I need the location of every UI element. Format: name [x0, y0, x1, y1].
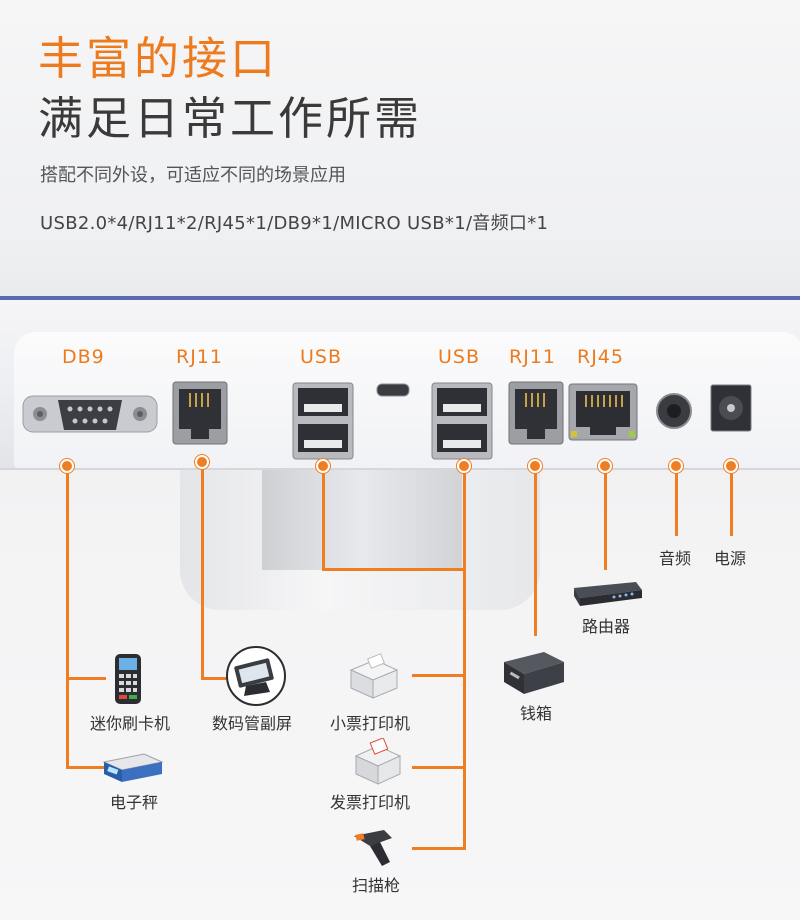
- device-stand-neck: [262, 470, 462, 570]
- dot-power: [724, 459, 738, 473]
- label-receipt-printer: 小票打印机: [330, 714, 411, 733]
- headline-orange: 丰富的接口: [38, 32, 279, 85]
- invoice-printer-icon: [354, 738, 402, 785]
- port-label-usb-right: USB: [438, 346, 481, 368]
- port-label-rj45: RJ45: [577, 346, 624, 368]
- label-mini-card-reader: 迷你刷卡机: [90, 714, 171, 733]
- line-audio: [675, 466, 678, 536]
- rj11-port-right-icon: [508, 381, 564, 445]
- usb-port-right-icon: [431, 382, 493, 460]
- db9-port-icon: [22, 395, 158, 433]
- micro-usb-port-icon: [376, 383, 410, 397]
- rj11-port-left-icon: [172, 381, 228, 445]
- dot-rj11-right: [528, 459, 542, 473]
- headline-dark: 满足日常工作所需: [38, 92, 423, 145]
- digital-display-icon: [226, 646, 286, 706]
- port-specs: USB2.0*4/RJ11*2/RJ45*1/DB9*1/MICRO USB*1…: [40, 213, 549, 234]
- label-scanner: 扫描枪: [352, 876, 401, 895]
- label-invoice-printer: 发票打印机: [330, 793, 411, 812]
- line-rj11-trunk: [201, 466, 204, 679]
- label-digital-display: 数码管副屏: [212, 714, 293, 733]
- label-router: 路由器: [582, 617, 631, 636]
- label-audio: 音频: [659, 549, 692, 568]
- cash-drawer-icon: [504, 652, 564, 694]
- label-cash-drawer: 钱箱: [520, 704, 553, 723]
- audio-jack-icon: [656, 393, 692, 429]
- device-bezel-edge: [0, 296, 800, 302]
- line-usb-trunk: [463, 466, 466, 850]
- rj45-port-icon: [568, 383, 638, 441]
- line-usb-join: [322, 568, 466, 571]
- power-jack-icon: [710, 384, 752, 432]
- line-power: [730, 466, 733, 536]
- card-reader-icon: [115, 654, 141, 704]
- line-db9-scale: [66, 766, 106, 769]
- line-rj11-display: [201, 677, 231, 680]
- router-icon: [574, 582, 642, 606]
- usb-port-left-icon: [292, 382, 354, 460]
- dot-usb-left: [316, 459, 330, 473]
- line-usb-invoice: [412, 766, 466, 769]
- line-usb-scanner: [412, 847, 466, 850]
- line-usb-left-down: [322, 466, 325, 570]
- dot-usb-right: [457, 459, 471, 473]
- dot-audio: [669, 459, 683, 473]
- port-label-db9: DB9: [62, 346, 105, 368]
- electronic-scale-icon: [102, 753, 164, 782]
- label-electronic-scale: 电子秤: [110, 793, 159, 812]
- dot-rj11-left: [195, 455, 209, 469]
- port-label-usb-left: USB: [300, 346, 343, 368]
- barcode-scanner-icon: [354, 830, 392, 866]
- line-rj11-right: [534, 466, 537, 636]
- line-db9-card-reader: [66, 677, 106, 680]
- port-label-rj11-left: RJ11: [176, 346, 223, 368]
- line-rj45: [604, 466, 607, 570]
- label-power: 电源: [714, 549, 747, 568]
- port-label-rj11-right: RJ11: [509, 346, 556, 368]
- receipt-printer-icon: [349, 653, 399, 699]
- line-db9-trunk: [66, 466, 69, 768]
- line-usb-receipt: [412, 674, 466, 677]
- dot-rj45: [598, 459, 612, 473]
- subtitle: 搭配不同外设，可适应不同的场景应用: [40, 165, 346, 186]
- dot-db9: [60, 459, 74, 473]
